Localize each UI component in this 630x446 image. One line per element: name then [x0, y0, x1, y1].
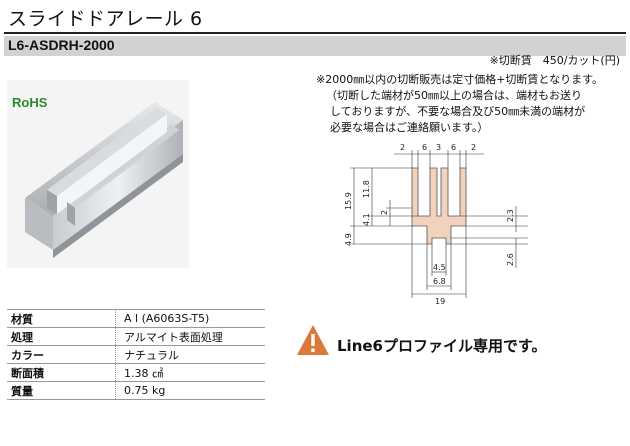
cutting-fee-note: ※切断賃 450/カット(円)	[489, 54, 620, 67]
model-number: L6-ASDRH-2000	[8, 37, 115, 53]
rail-illustration	[25, 102, 183, 258]
cross-section-diagram: 2 6 3 6 2 15.9 11.8 2 4.1 4.9 2.3 2.6	[344, 143, 528, 305]
profile-section	[411, 167, 467, 245]
table-row: カラー ナチュラル	[7, 345, 265, 364]
cutting-notes: ※2000㎜以内の切断販売は定寸価格+切断賃となります。 （切断した端材が50㎜…	[316, 72, 628, 136]
note-line: しておりますが、不要な場合及び50㎜未満の端材が	[330, 105, 586, 118]
warning-icon	[297, 325, 329, 355]
dim-bottom: 19	[435, 297, 445, 305]
rohs-badge: RoHS	[12, 95, 48, 110]
page-title: スライドドアレール 6	[8, 8, 203, 30]
dim-left: 4.1	[362, 213, 371, 226]
right-dimensions: 2.3 2.6	[451, 206, 528, 268]
dim-top: 6	[422, 143, 427, 152]
bottom-dimensions: 4.5 6.8 19	[411, 226, 467, 305]
spec-value: A l (A6063S-T5)	[115, 309, 265, 328]
note-line: 必要な場合はご連絡願います。）	[330, 121, 489, 134]
dim-left: 15.9	[344, 192, 353, 210]
spec-label: 処理	[7, 327, 116, 346]
left-dimensions: 15.9 11.8 2 4.1 4.9	[344, 167, 427, 246]
table-row: 断面積 1.38 ㎠	[7, 363, 265, 382]
spec-label: カラー	[7, 345, 116, 364]
table-row: 質量 0.75 kg	[7, 381, 265, 400]
dim-right: 2.3	[506, 209, 515, 222]
spec-value: アルマイト表面処理	[115, 327, 265, 346]
model-bar	[4, 36, 626, 56]
spec-label: 材質	[7, 309, 116, 328]
title-rule	[4, 32, 626, 34]
dim-bottom: 6.8	[433, 277, 446, 286]
spec-label: 質量	[7, 381, 116, 400]
note-line: ※2000㎜以内の切断販売は定寸価格+切断賃となります。	[316, 73, 603, 86]
dim-left: 2	[380, 210, 389, 215]
spec-value: 1.38 ㎠	[115, 363, 265, 382]
dim-top: 3	[436, 143, 441, 152]
top-dimensions: 2 6 3 6 2	[394, 143, 484, 168]
dim-left: 4.9	[344, 233, 353, 246]
dim-right: 2.6	[506, 253, 515, 266]
spec-label: 断面積	[7, 363, 116, 382]
dim-top: 2	[471, 143, 476, 152]
spec-value: 0.75 kg	[115, 381, 265, 400]
dim-bottom: 4.5	[433, 263, 446, 272]
spec-value: ナチュラル	[115, 345, 265, 364]
note-line: （切断した端材が50㎜以上の場合は、端材もお送り	[326, 89, 582, 102]
dim-top: 6	[451, 143, 456, 152]
table-row: 処理 アルマイト表面処理	[7, 327, 265, 346]
dim-top: 2	[400, 143, 405, 152]
product-photo	[7, 80, 189, 268]
table-row: 材質 A l (A6063S-T5)	[7, 309, 265, 328]
exclusive-note: Line6プロファイル専用です。	[337, 337, 547, 355]
dim-left: 11.8	[362, 180, 371, 198]
spec-table: 材質 A l (A6063S-T5) 処理 アルマイト表面処理 カラー ナチュラ…	[7, 309, 265, 400]
